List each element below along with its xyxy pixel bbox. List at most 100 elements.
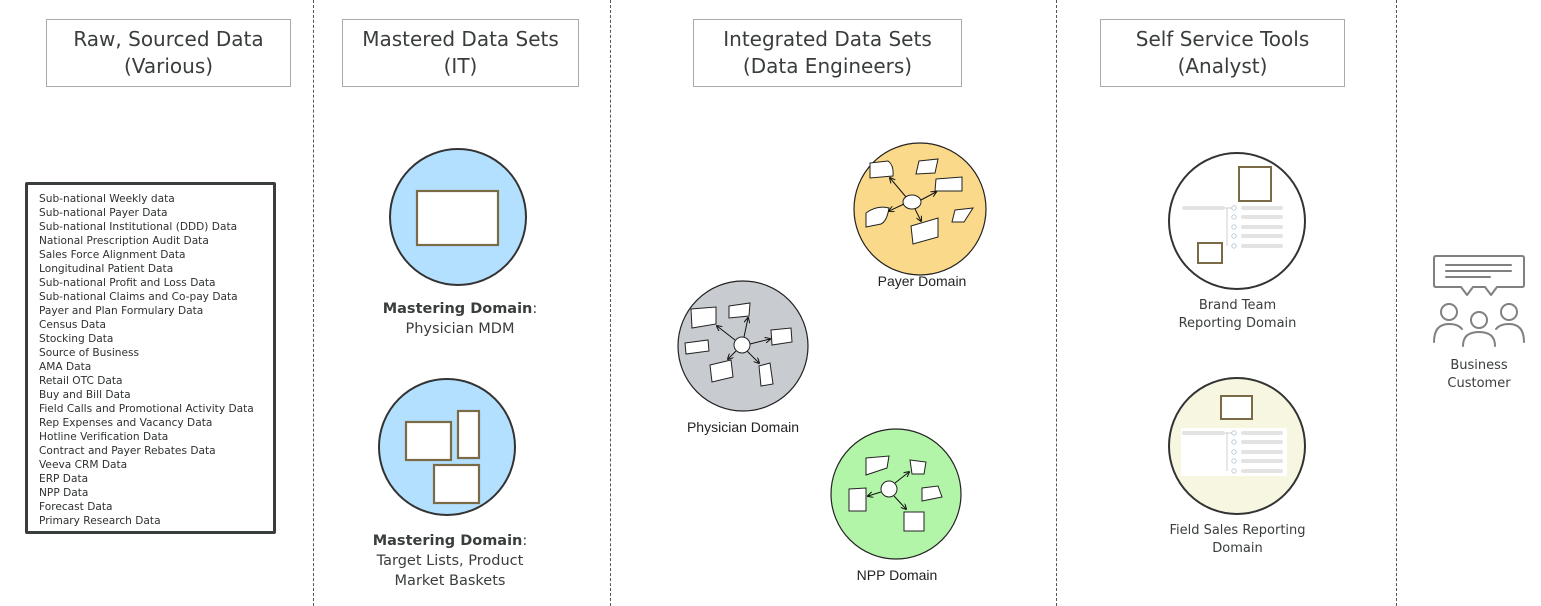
raw-source-item: Hotline Verification Data (39, 431, 169, 443)
raw-source-item: Veeva CRM Data (39, 459, 128, 471)
field-sales-reporting-circle (1168, 377, 1306, 515)
caption-bold: Mastering Domain (372, 533, 523, 549)
header-line: Self Service Tools (1135, 27, 1310, 51)
payer-domain-circle (853, 142, 987, 276)
relation-arrow (746, 350, 759, 363)
npp-domain-circle (830, 428, 962, 560)
column-header-integrated: Integrated Data Sets (Data Engineers) (693, 19, 962, 87)
relation-arrow (717, 326, 736, 341)
entity-shape (910, 217, 939, 245)
mastered-caption-physician: Mastering Domain: Physician MDM (350, 299, 570, 339)
entity-shape (915, 158, 939, 175)
column-divider (1396, 0, 1397, 606)
raw-source-item: Field Calls and Promotional Activity Dat… (39, 403, 254, 415)
entity-shape (709, 359, 734, 383)
label-line: Domain (1212, 541, 1263, 556)
entity-shape (903, 511, 925, 532)
header-line: Mastered Data Sets (362, 27, 559, 51)
entity-shape (865, 455, 890, 476)
circle-shape (1168, 152, 1306, 290)
mastered-domain-physician-circle (389, 148, 527, 286)
entity-shape (684, 339, 710, 355)
table-frame-icon (404, 420, 453, 462)
raw-source-item: Sub-national Institutional (DDD) Data (39, 221, 238, 233)
raw-source-item: Payer and Plan Formulary Data (39, 305, 204, 317)
relation-arrow (890, 178, 907, 198)
relation-arrow (749, 339, 770, 345)
entity-shape (728, 302, 751, 319)
raw-source-item: Sub-national Claims and Co-pay Data (39, 291, 238, 303)
table-frame-icon (456, 409, 481, 460)
raw-source-item: Census Data (39, 319, 107, 331)
payer-domain-label: Payer Domain (877, 273, 967, 289)
business-customer-icon (1433, 255, 1525, 347)
table-frame-icon (1238, 166, 1272, 202)
hierarchy-tree-icon (1181, 428, 1287, 476)
table-frame-icon (432, 463, 481, 505)
label-line: Reporting Domain (1178, 316, 1297, 331)
raw-source-item: NPP Data (39, 487, 89, 499)
column-divider (1056, 0, 1057, 606)
raw-source-item: Sub-national Weekly data (39, 193, 175, 205)
column-divider (610, 0, 611, 606)
physician-domain-label: Physician Domain (686, 419, 800, 435)
business-customer-label: Business Customer (1420, 357, 1538, 393)
relation-arrow (920, 192, 936, 201)
raw-source-item: ERP Data (39, 473, 89, 485)
column-header-self-service: Self Service Tools (Analyst) (1100, 19, 1345, 87)
caption-bold: Mastering Domain (382, 301, 533, 317)
caption-text: Target Lists, Product (376, 553, 524, 569)
label-line: Customer (1447, 376, 1511, 391)
header-line: (IT) (443, 54, 478, 78)
raw-source-item: Sub-national Profit and Loss Data (39, 277, 216, 289)
raw-source-item: Retail OTC Data (39, 375, 123, 387)
column-header-raw: Raw, Sourced Data (Various) (46, 19, 291, 87)
hub-node (880, 480, 898, 498)
relation-arrow (893, 495, 906, 509)
raw-source-item: Stocking Data (39, 333, 114, 345)
entity-shape (909, 459, 927, 475)
caption-text: Physician MDM (405, 321, 515, 337)
label-line: Field Sales Reporting (1169, 523, 1306, 538)
entity-shape (921, 485, 943, 502)
raw-source-item: National Prescription Audit Data (39, 235, 209, 247)
header-line: Integrated Data Sets (723, 27, 932, 51)
caption-text: Market Baskets (394, 573, 506, 589)
npp-domain-label: NPP Domain (856, 567, 938, 583)
label-line: Brand Team (1198, 298, 1277, 313)
column-header-mastered: Mastered Data Sets (IT) (342, 19, 579, 87)
header-line: (Data Engineers) (742, 54, 913, 78)
raw-source-item: Forecast Data (39, 501, 113, 513)
raw-source-item: Source of Business (39, 347, 140, 359)
entity-shape (869, 160, 894, 179)
column-divider (313, 0, 314, 606)
mastered-domain-target-circle (378, 378, 516, 516)
raw-source-item: Rep Expenses and Vacancy Data (39, 417, 213, 429)
relation-arrow (743, 318, 748, 338)
relation-arrow (728, 350, 737, 359)
raw-source-item: Sales Force Alignment Data (39, 249, 186, 261)
hub-node (902, 194, 922, 210)
hierarchy-tree-icon (1182, 205, 1283, 249)
raw-source-item: Longitudinal Patient Data (39, 263, 174, 275)
table-frame-icon (1197, 242, 1223, 264)
raw-source-item: Contract and Payer Rebates Data (39, 445, 216, 457)
raw-source-item: Sub-national Payer Data (39, 207, 168, 219)
field-sales-reporting-label: Field Sales Reporting Domain (1150, 522, 1325, 558)
relation-arrow (914, 208, 921, 221)
circle-shape (830, 428, 962, 560)
entity-shape (758, 362, 774, 387)
header-line: (Various) (123, 54, 214, 78)
entity-shape (848, 487, 867, 512)
brand-team-reporting-circle (1168, 152, 1306, 290)
raw-source-item: Buy and Bill Data (39, 389, 131, 401)
table-frame-icon (415, 189, 500, 247)
brand-team-reporting-label: Brand Team Reporting Domain (1160, 297, 1315, 333)
relation-arrow (894, 472, 909, 484)
relation-arrow (889, 203, 905, 211)
hub-node (733, 336, 751, 354)
table-frame-icon (1220, 395, 1253, 420)
entity-shape (951, 207, 974, 223)
entity-shape (770, 327, 793, 346)
